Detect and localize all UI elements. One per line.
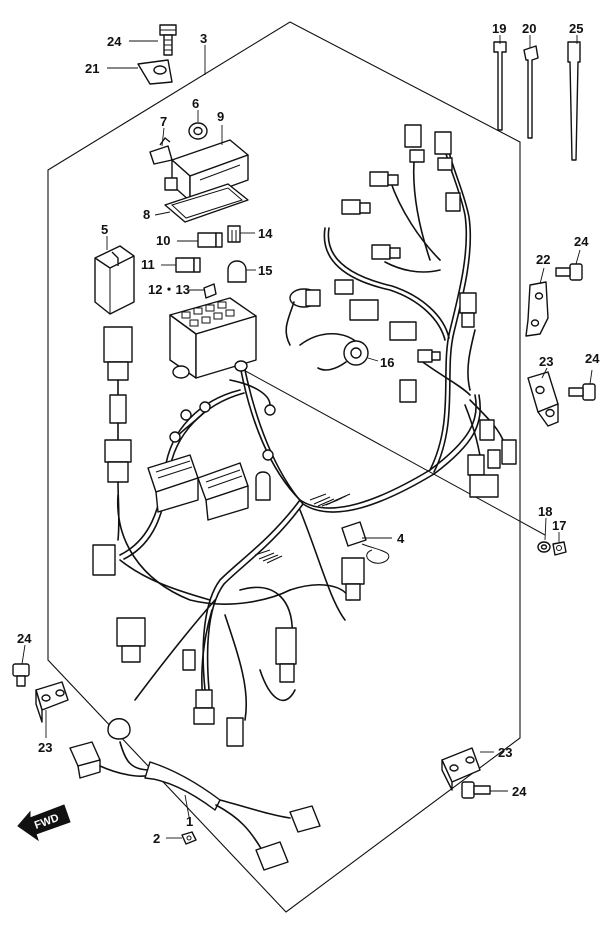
leader-lines [21, 35, 593, 839]
cylindrical-sensor [285, 288, 321, 346]
part-2-nut [181, 831, 197, 845]
callout-23: 23 [498, 745, 512, 760]
callout-4: 4 [397, 531, 405, 546]
part-4-relay [341, 521, 390, 564]
part-24-bolt-top [159, 24, 177, 56]
plug-right [399, 379, 417, 403]
callout-2: 2 [153, 831, 160, 846]
upper-right-connectors [334, 124, 477, 363]
part-24-bolt-bottom-right [461, 781, 491, 799]
callout-20: 20 [522, 21, 536, 36]
part-17-nut [552, 541, 567, 556]
part-18-washer [537, 541, 551, 553]
part-24-bolt-left [12, 663, 30, 687]
part-19-cable-tie [493, 41, 507, 131]
callout-21: 21 [85, 61, 99, 76]
part-25-cable-tie [567, 41, 581, 161]
right-side-connectors [467, 419, 517, 498]
callout-23: 23 [539, 354, 553, 369]
fwd-arrow: FWD [17, 804, 71, 842]
part-8-gasket [164, 183, 249, 223]
callout-24: 24 [17, 631, 32, 646]
callout-16: 16 [380, 355, 394, 370]
part-24-bolt-right-upper [555, 263, 583, 281]
callout-1: 1 [186, 814, 193, 829]
callout-15: 15 [258, 263, 272, 278]
part-10-relay [197, 232, 223, 248]
callout-9: 9 [217, 109, 224, 124]
part-9-fuse-box-cover [164, 139, 249, 202]
callout-24: 24 [512, 784, 527, 799]
callout-6: 6 [192, 96, 199, 111]
part-15-bulb [227, 260, 247, 283]
callout-3: 3 [200, 31, 207, 46]
main-fuse-block [169, 297, 257, 379]
callout-23: 23 [38, 740, 52, 755]
callout-24: 24 [574, 234, 589, 249]
small-connector-cap [255, 471, 271, 501]
lower-left-connectors [92, 544, 297, 747]
ring-terminals [169, 401, 276, 461]
part-5-cover [94, 245, 135, 315]
part-12-13-fuse [203, 283, 217, 299]
callout-5: 5 [101, 222, 108, 237]
part-24-bolt-right-lower [568, 383, 596, 401]
part-16-sensor [317, 340, 369, 371]
assembly-frame [47, 21, 521, 913]
callout-12-13: 12・13 [148, 282, 190, 297]
callout-18: 18 [538, 504, 552, 519]
part-1-sub-harness [69, 718, 321, 871]
callout-19: 19 [492, 21, 506, 36]
callout-17: 17 [552, 518, 566, 533]
part-21-bracket [137, 59, 173, 85]
callout-11: 11 [141, 257, 155, 272]
part-22-bracket [525, 281, 549, 337]
callout-8: 8 [143, 207, 150, 222]
left-connector-column [103, 326, 133, 541]
harness-sleeve [254, 493, 351, 564]
large-connector-left [147, 454, 199, 513]
callout-14: 14 [258, 226, 273, 241]
part-23-bracket-left [35, 681, 69, 723]
large-connector-right [197, 462, 249, 521]
part-11-relay [175, 257, 201, 273]
part-6-grommet [188, 122, 208, 140]
callout-7: 7 [160, 114, 167, 129]
callouts: 24 3 21 6 9 7 8 5 10 14 11 15 12・13 16 4… [17, 21, 600, 846]
part-14-fuse [227, 225, 241, 243]
callout-24: 24 [107, 34, 122, 49]
callout-24: 24 [585, 351, 600, 366]
part-7-clip [149, 137, 173, 165]
part-20-cable-tie [523, 45, 539, 139]
connector-below-4 [341, 557, 365, 601]
callout-10: 10 [156, 233, 170, 248]
part-23-bracket-right [527, 371, 559, 427]
callout-22: 22 [536, 252, 550, 267]
callout-25: 25 [569, 21, 583, 36]
part-23-bracket-bottom-right [441, 747, 481, 791]
